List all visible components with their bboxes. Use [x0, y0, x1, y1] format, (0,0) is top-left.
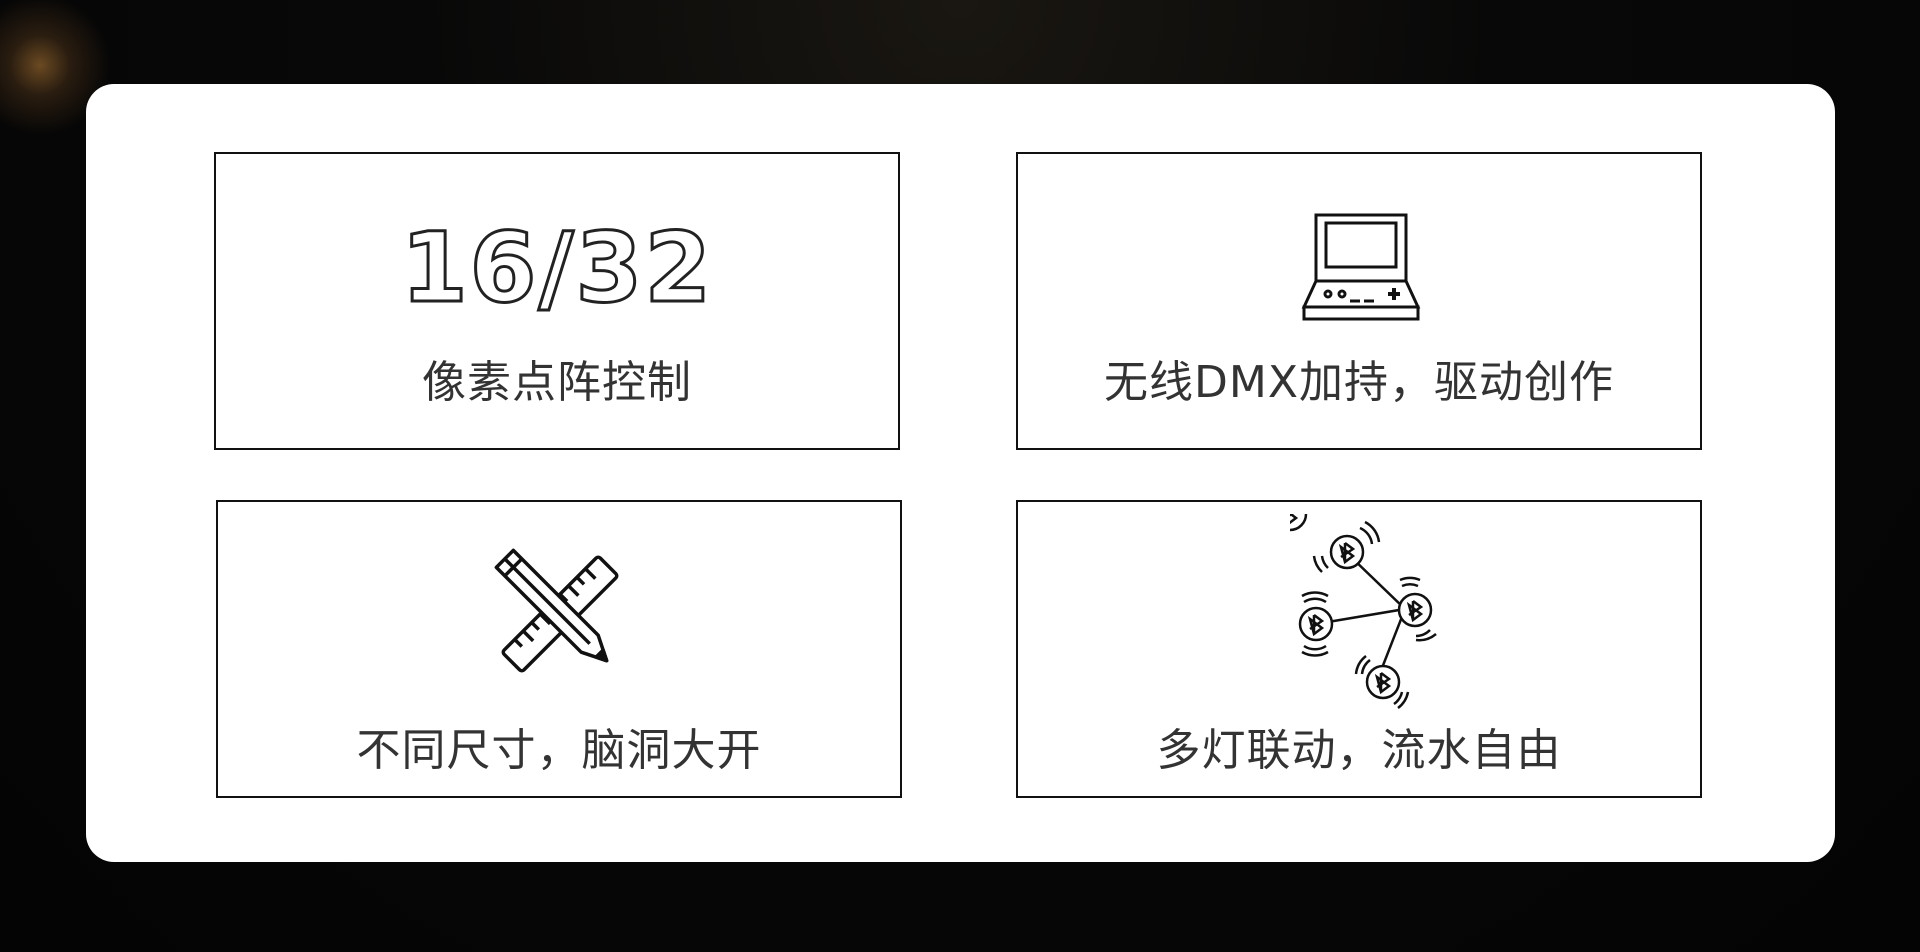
feature-wireless-dmx: 无线DMX加持，驱动创作	[1016, 152, 1702, 450]
feature-label: 多灯联动，流水自由	[1156, 725, 1562, 776]
feature-multi-light: 多灯联动，流水自由	[1016, 500, 1702, 798]
features-card: 16/32 像素点阵控制 无线DMX加持，驱动创作 不同尺寸，脑洞大开 多灯联动…	[86, 84, 1835, 862]
feature-pixel-matrix: 16/32 像素点阵控制	[214, 152, 900, 450]
feature-label: 无线DMX加持，驱动创作	[1104, 357, 1614, 408]
pencil-ruler-icon	[494, 548, 619, 673]
game-console-icon	[1301, 213, 1421, 321]
feature-label: 不同尺寸，脑洞大开	[356, 725, 762, 776]
feature-sizes: 不同尺寸，脑洞大开	[216, 500, 902, 798]
feature-label: 像素点阵控制	[422, 357, 692, 408]
bluetooth-network-icon	[1290, 514, 1437, 710]
pixel-count-headline: 16/32	[399, 211, 714, 326]
